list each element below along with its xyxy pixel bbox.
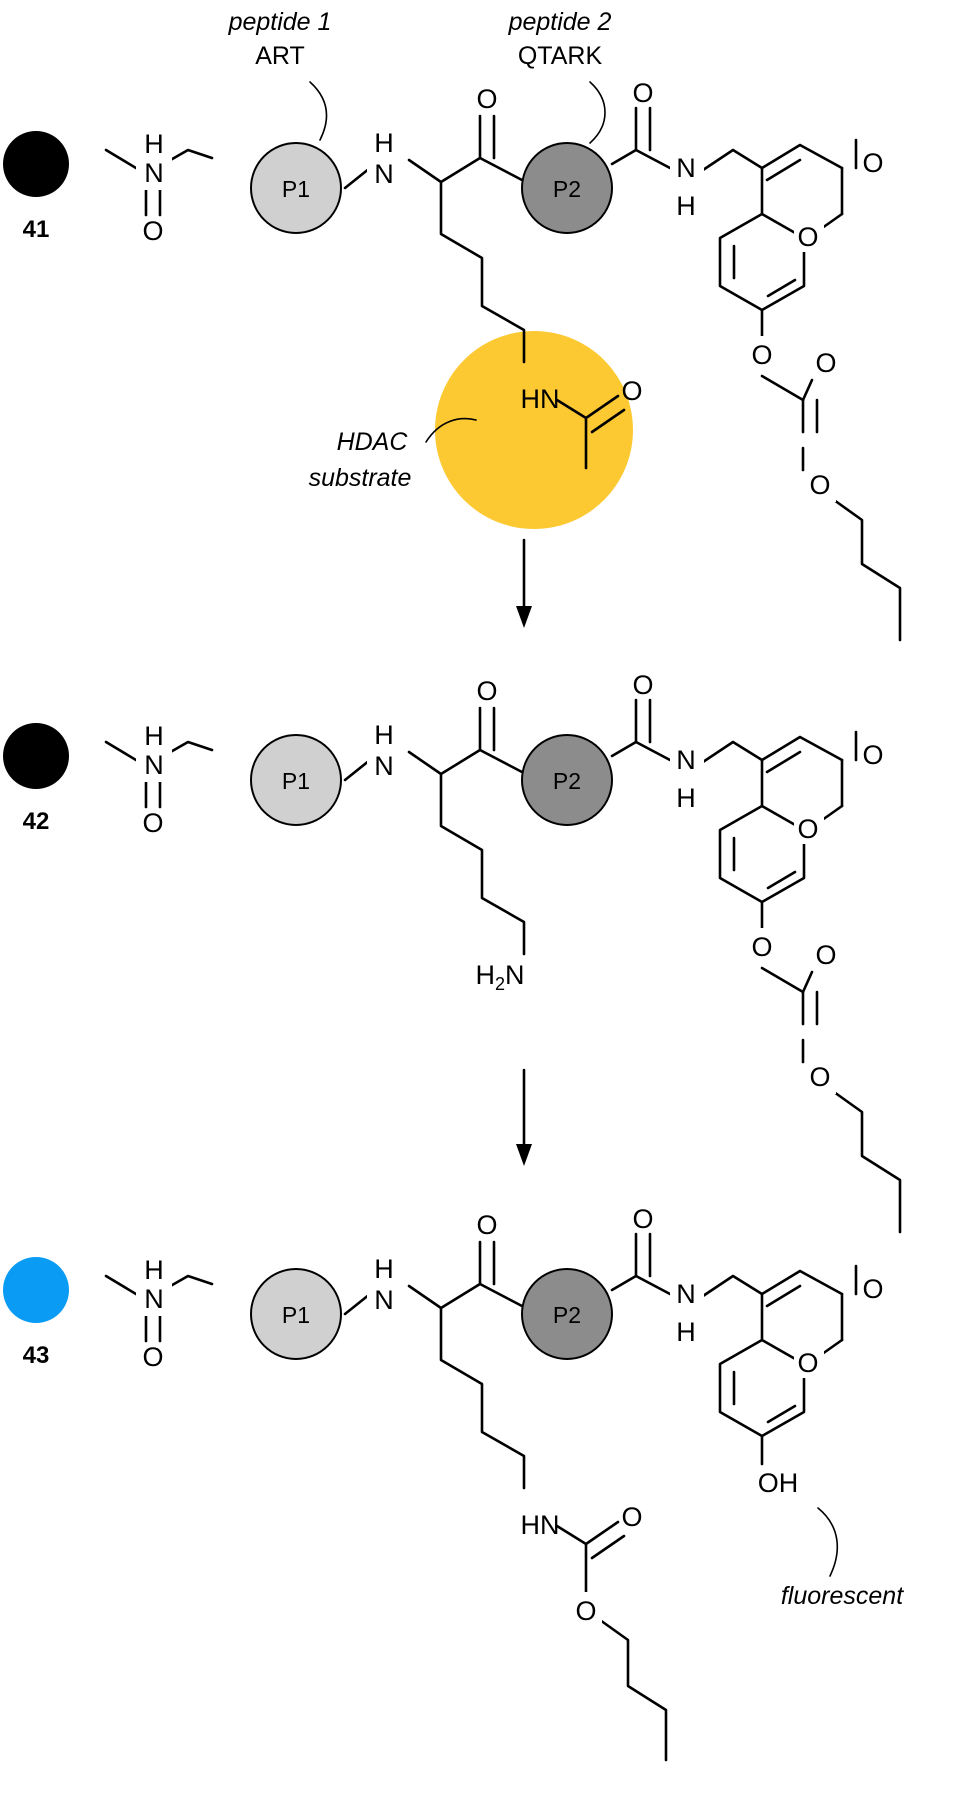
svg-text:P1: P1 xyxy=(282,768,310,794)
svg-text:O: O xyxy=(815,348,836,378)
peptide2-seq: QTARK xyxy=(518,42,603,70)
svg-text:O: O xyxy=(809,1062,830,1092)
svg-text:P2: P2 xyxy=(553,768,581,794)
carbonate-42 xyxy=(801,1038,902,1234)
svg-text:O: O xyxy=(476,84,497,114)
fluorescent-label: fluorescent xyxy=(781,1582,904,1610)
compound-43: 43 P1 P2 xyxy=(3,1204,904,1762)
svg-text:O: O xyxy=(815,940,836,970)
peptide1-seq: ART xyxy=(255,42,305,70)
svg-text:H: H xyxy=(676,191,696,221)
svg-text:H: H xyxy=(374,720,394,750)
amine-label-42: H2N xyxy=(475,960,524,994)
peptide-p2-43 xyxy=(521,1268,613,1360)
sidechain-43 xyxy=(439,1306,668,1762)
peptide-p1-42 xyxy=(250,734,342,826)
svg-text:O: O xyxy=(862,740,883,770)
svg-text:H: H xyxy=(144,721,164,751)
svg-text:O: O xyxy=(751,340,772,370)
coumarin-43 xyxy=(718,1264,858,1466)
peptide1-title: peptide 1 xyxy=(228,8,332,36)
svg-text:O: O xyxy=(621,1502,642,1532)
svg-text:O: O xyxy=(632,78,653,108)
compound-42: 42 P1 P2 xyxy=(3,670,902,1234)
backbone-43 xyxy=(104,1232,764,1343)
compound-dot-43 xyxy=(3,1257,69,1323)
svg-text:O: O xyxy=(862,1274,883,1304)
svg-text:HN: HN xyxy=(521,1510,560,1540)
svg-text:N: N xyxy=(374,1285,394,1315)
compound-number-42: 42 xyxy=(23,808,50,835)
svg-text:N: N xyxy=(144,158,164,188)
svg-text:O: O xyxy=(797,1348,818,1378)
svg-text:O: O xyxy=(809,470,830,500)
svg-text:O: O xyxy=(476,1210,497,1240)
backbone-42 xyxy=(104,698,764,809)
p2-label-41: P2 xyxy=(553,176,581,202)
reaction-arrow-2 xyxy=(516,1068,532,1166)
svg-text:P2: P2 xyxy=(553,1302,581,1328)
reaction-arrow-1 xyxy=(516,538,532,628)
svg-text:O: O xyxy=(797,814,818,844)
svg-text:H: H xyxy=(676,783,696,813)
svg-text:P1: P1 xyxy=(282,1302,310,1328)
svg-text:O: O xyxy=(142,808,163,838)
backbone-41 xyxy=(104,106,764,217)
svg-text:HN: HN xyxy=(521,384,560,414)
svg-text:N: N xyxy=(144,750,164,780)
svg-text:O: O xyxy=(797,222,818,252)
carbonate-41 xyxy=(801,446,902,642)
compound-number-43: 43 xyxy=(23,1342,50,1369)
svg-text:N: N xyxy=(144,1284,164,1314)
svg-text:N: N xyxy=(374,159,394,189)
svg-text:O: O xyxy=(476,676,497,706)
peptide-p2-42 xyxy=(521,734,613,826)
svg-text:O: O xyxy=(142,216,163,246)
coumarin-42 xyxy=(718,730,858,1026)
hdac-label-line2: substrate xyxy=(309,464,412,492)
p1-label-41: P1 xyxy=(282,176,310,202)
svg-text:H: H xyxy=(144,129,164,159)
peptide2-title: peptide 2 xyxy=(508,8,612,36)
hydroxyl-label-43: OH xyxy=(758,1468,799,1498)
peptide-p1-41 xyxy=(250,142,342,234)
peptide-p2-41 xyxy=(521,142,613,234)
svg-text:O: O xyxy=(862,148,883,178)
compound-41: 41 P1 P2 xyxy=(3,8,902,642)
svg-text:N: N xyxy=(676,745,696,775)
sidechain-41 xyxy=(439,180,626,470)
svg-text:O: O xyxy=(575,1596,596,1626)
svg-text:O: O xyxy=(632,670,653,700)
compound-dot-42 xyxy=(3,723,69,789)
svg-text:N: N xyxy=(676,153,696,183)
svg-text:O: O xyxy=(621,376,642,406)
svg-text:O: O xyxy=(751,932,772,962)
svg-text:N: N xyxy=(374,751,394,781)
hdac-label-line1: HDAC xyxy=(337,428,409,456)
svg-text:H: H xyxy=(374,128,394,158)
svg-text:N: N xyxy=(676,1279,696,1309)
svg-text:H: H xyxy=(374,1254,394,1284)
svg-text:H: H xyxy=(144,1255,164,1285)
hdac-substrate-highlight xyxy=(435,331,633,529)
compound-dot-41 xyxy=(3,131,69,197)
coumarin-41 xyxy=(718,138,858,434)
peptide-p1-43 xyxy=(250,1268,342,1360)
svg-text:O: O xyxy=(142,1342,163,1372)
svg-text:O: O xyxy=(632,1204,653,1234)
compound-number-41: 41 xyxy=(23,216,50,243)
sidechain-42 xyxy=(439,772,526,956)
svg-text:H: H xyxy=(676,1317,696,1347)
